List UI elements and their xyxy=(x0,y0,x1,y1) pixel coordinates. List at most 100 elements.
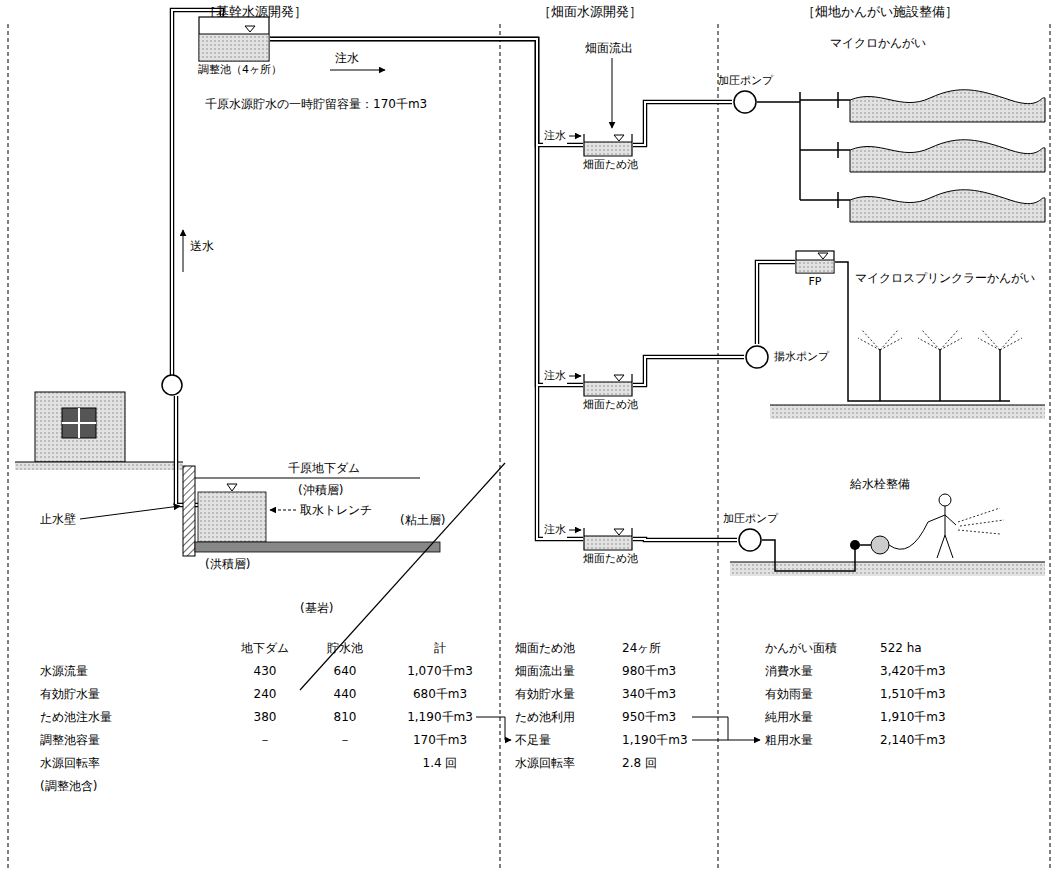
pump-symbol xyxy=(746,346,768,368)
water-level-mark xyxy=(614,375,624,381)
ground xyxy=(770,405,1045,419)
node-label: 揚水ポンプ xyxy=(774,349,829,365)
table-cell: 純用水量 xyxy=(765,709,813,725)
edge-label: 注水 xyxy=(543,368,567,384)
water xyxy=(585,382,632,396)
pipe-connector xyxy=(757,262,795,344)
ground-line xyxy=(770,405,1045,406)
field-band xyxy=(850,190,1045,222)
pump-symbol xyxy=(739,529,761,551)
table-cell: 貯水池 xyxy=(327,640,363,656)
booster-pump: 加圧ポンプ xyxy=(718,73,773,115)
table-cell: 有効雨量 xyxy=(765,686,813,702)
bedrock-line xyxy=(300,463,505,690)
water-level-mark xyxy=(614,135,624,141)
table-cell: 440 xyxy=(334,686,357,702)
table-cell: 1,510千m3 xyxy=(880,686,946,702)
table-cell: 粗用水量 xyxy=(765,732,813,748)
part-label: 畑面流出 xyxy=(585,40,633,56)
table-cell: 有効貯水量 xyxy=(40,686,100,702)
table-cell: － xyxy=(339,732,351,748)
tank-symbol xyxy=(198,16,270,62)
section-separators xyxy=(8,24,1050,868)
ground-line xyxy=(730,562,1045,563)
separator xyxy=(1050,24,1051,868)
pipe-connector xyxy=(633,539,737,540)
ground xyxy=(730,562,1045,576)
pipe-connector xyxy=(757,262,795,344)
hose-reel xyxy=(871,536,889,554)
node-label: 畑面ため池 xyxy=(583,551,638,567)
part-label: 送水 xyxy=(190,238,214,254)
hydrant xyxy=(730,494,1045,576)
pump-symbol xyxy=(162,375,182,395)
pipe-connector xyxy=(270,39,583,539)
window-frame xyxy=(62,408,96,438)
farm-pond-tank: FP xyxy=(795,250,835,290)
node-label: FP xyxy=(809,274,822,290)
spray xyxy=(858,330,1022,350)
table-cell: 240 xyxy=(254,686,277,702)
water xyxy=(200,34,269,60)
table-cell: 680千m3 xyxy=(413,686,467,702)
tank-outline xyxy=(199,17,269,61)
separator xyxy=(500,24,501,868)
tank-symbol xyxy=(583,133,633,157)
tank-symbol xyxy=(583,373,633,397)
pipe-connector xyxy=(270,39,583,539)
table-cell: 1.4 回 xyxy=(423,755,458,771)
flow-arrow xyxy=(569,376,581,377)
water xyxy=(797,260,834,272)
cutoff-wall xyxy=(183,466,195,556)
table-cell: 地下ダム xyxy=(241,640,289,656)
window xyxy=(62,408,96,438)
table-cell: 水源流量 xyxy=(40,663,88,679)
part-label: マイクロかんがい xyxy=(830,35,926,51)
table-cell: 640 xyxy=(334,663,357,679)
table-cell: かんがい面積 xyxy=(765,640,837,656)
table-cell: 畑面流出量 xyxy=(515,663,575,679)
part-label: 取水トレンチ xyxy=(300,502,372,518)
regulating-pond: 調整池（4ヶ所） xyxy=(198,16,282,78)
water xyxy=(585,142,632,156)
pump-symbol xyxy=(737,527,763,553)
pipe-connector xyxy=(633,102,732,145)
table-cell: 380 xyxy=(254,709,277,725)
farm-pond: 畑面ため池 xyxy=(583,373,638,413)
table-cell: － xyxy=(259,732,271,748)
table-cell: 消費水量 xyxy=(765,663,813,679)
sprinkler-irrigation xyxy=(770,262,1045,419)
person xyxy=(928,506,956,558)
farm-pond: 畑面ため池 xyxy=(583,133,638,173)
pump-house xyxy=(35,392,125,462)
part-label: 千原地下ダム xyxy=(288,460,360,476)
stored-water xyxy=(198,492,266,542)
lift-pump: 揚水ポンプ xyxy=(744,344,829,370)
spray xyxy=(958,508,1004,534)
water-surface xyxy=(796,260,834,261)
water-surface xyxy=(199,34,269,35)
pipe xyxy=(860,544,871,546)
table-cell: 2,140千m3 xyxy=(880,732,946,748)
pond-outline xyxy=(584,374,632,396)
water-level-mark xyxy=(245,26,255,32)
table-cell: 調整池容量 xyxy=(40,732,100,748)
person xyxy=(939,494,951,506)
trench-arrow xyxy=(270,510,296,511)
part-label: 給水栓整備 xyxy=(850,476,910,492)
tank-outline xyxy=(796,251,834,273)
pipe-connector xyxy=(633,357,744,385)
table-cell: 1,190千m3 xyxy=(622,732,688,748)
part-label: マイクロスプリンクラーかんがい xyxy=(855,270,1035,286)
pipe xyxy=(172,10,222,505)
flow-arrow xyxy=(330,70,385,71)
table-cell: 980千m3 xyxy=(622,663,676,679)
water-level-mark xyxy=(614,529,624,535)
part-label: 千原水源貯水の一時貯留容量：170千m3 xyxy=(205,96,427,112)
edge-label: 注水 xyxy=(543,128,567,144)
table-cell: 24ヶ所 xyxy=(622,640,661,656)
ground-line xyxy=(195,478,420,479)
table-cell: 2.8 回 xyxy=(622,755,657,771)
runoff-arrow xyxy=(612,58,613,128)
booster-pump: 加圧ポンプ xyxy=(723,511,778,553)
